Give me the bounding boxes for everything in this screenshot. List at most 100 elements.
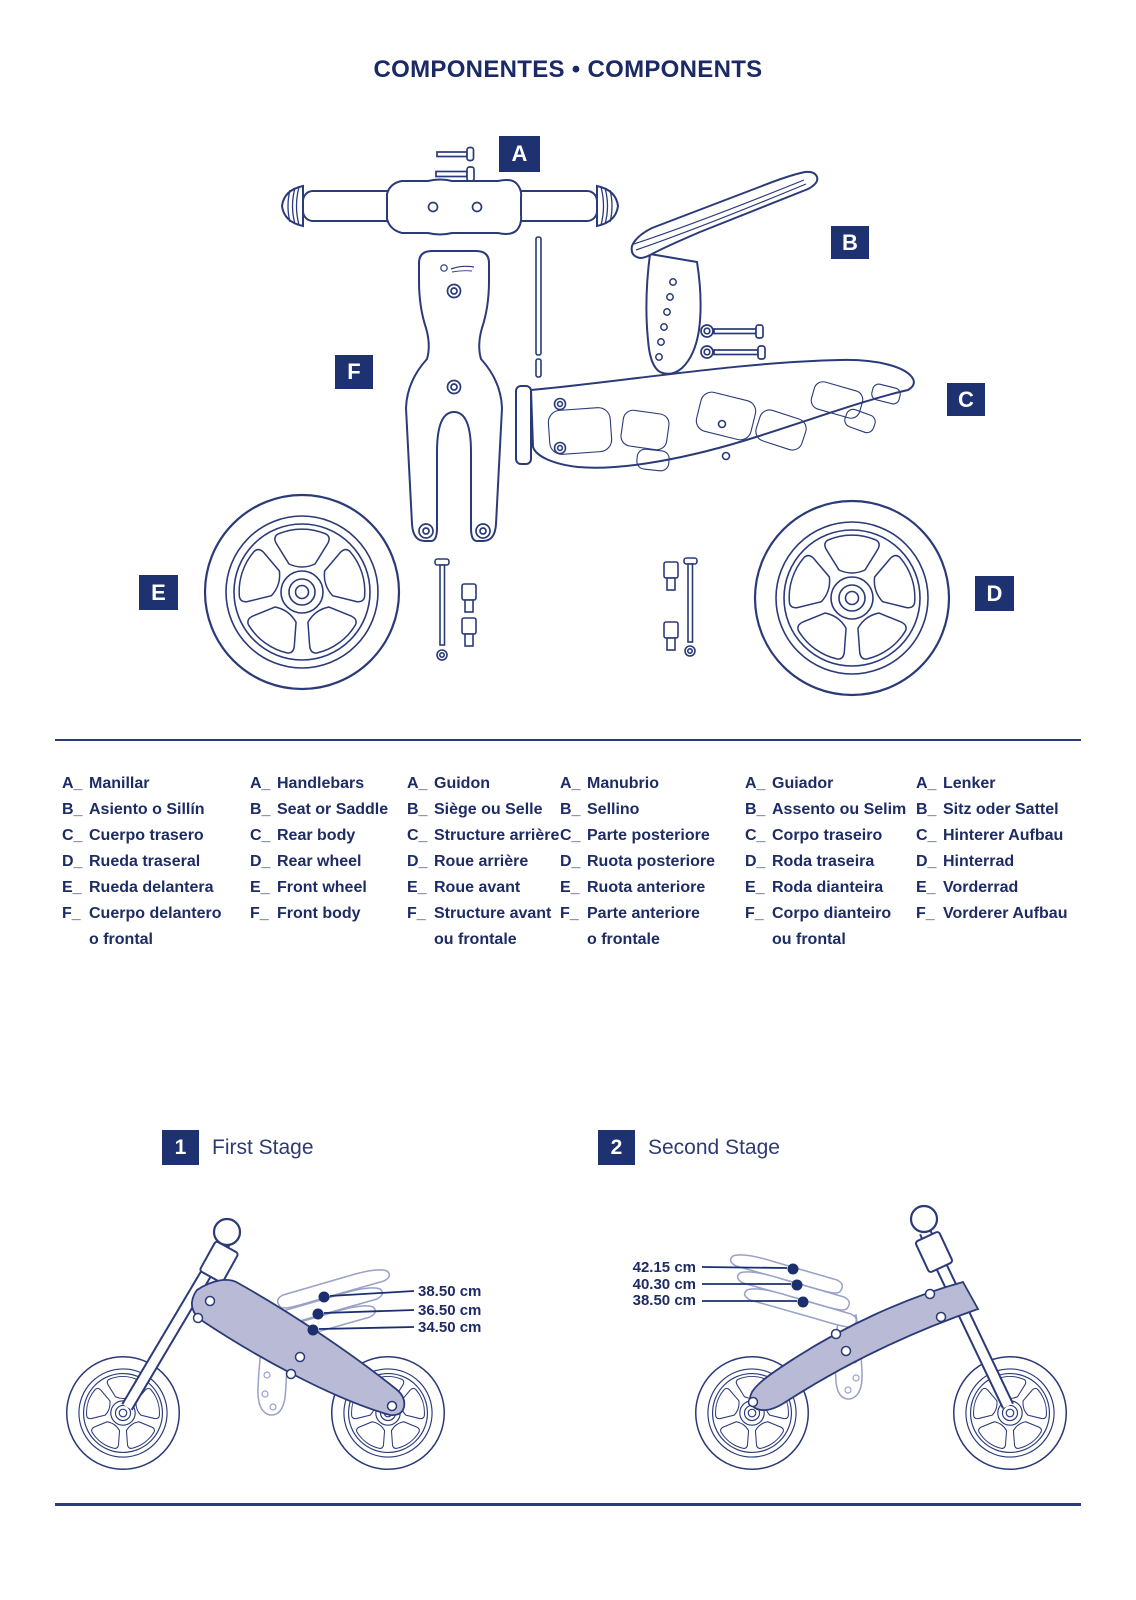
- part-entry: B_Sitz oder Sattel: [916, 797, 1067, 823]
- part-name: Roda dianteira: [772, 879, 884, 896]
- part-key: E_: [745, 879, 765, 896]
- part-key: C_: [560, 827, 581, 844]
- part-entry: D_Roda traseira: [745, 849, 906, 875]
- part-name: Handlebars: [277, 775, 365, 792]
- seat-height-label: 38.50 cm: [632, 1292, 696, 1309]
- components-diagram: [40, 146, 1100, 745]
- part-name: Corpo dianteiro: [772, 905, 892, 922]
- part-entry: A_Guidon: [407, 771, 559, 797]
- part-name: Siège ou Selle: [434, 801, 543, 818]
- part-key: C_: [916, 827, 937, 844]
- part-name: Structure arrière: [434, 827, 560, 844]
- stage-2-title: Second Stage: [648, 1136, 780, 1159]
- part-key: E_: [407, 879, 427, 896]
- part-label-b: B: [831, 226, 869, 259]
- part-entry: A_ Guiador: [745, 771, 906, 797]
- part-entry: F_Vorderer Aufbau: [916, 901, 1067, 927]
- part-key: D_: [745, 853, 766, 870]
- part-name: Hinterer Aufbau: [943, 827, 1064, 844]
- part-name: Roue avant: [434, 879, 521, 896]
- part-entry: E_Rueda delantera: [62, 875, 221, 901]
- divider-top: [55, 739, 1081, 741]
- part-key: A_: [250, 775, 271, 792]
- part-entry: D_Rear wheel: [250, 849, 388, 875]
- part-entry-continued: o frontal: [89, 931, 153, 948]
- part-entry: C_ Structure arrière: [407, 823, 559, 849]
- part-key: F_: [560, 905, 579, 922]
- saddle-bolts-drawing: [700, 324, 766, 360]
- part-entry: E_Ruota anteriore: [560, 875, 715, 901]
- stage1-measure-leaders: [318, 1290, 415, 1330]
- part-key: B_: [916, 801, 937, 818]
- handlebar-screws-drawing: [435, 146, 475, 182]
- rear-wheel-drawing: [755, 501, 949, 695]
- part-label-d: D: [975, 576, 1014, 611]
- part-entry: A_Lenker: [916, 771, 1067, 797]
- stage1-measure-dots: [307, 1291, 330, 1336]
- part-entry: A_Manillar: [62, 771, 221, 797]
- rear-body-drawing: [515, 358, 915, 472]
- part-entry: B_Asiento o Sillín: [62, 797, 221, 823]
- seat-height-label: 34.50 cm: [418, 1319, 482, 1336]
- part-key: A_: [745, 775, 766, 792]
- stage-1-number: 1: [162, 1130, 199, 1165]
- stage2-front-wheel: [954, 1357, 1067, 1470]
- stage2-measure-leaders: [701, 1266, 797, 1302]
- part-entry: D_Hinterrad: [916, 849, 1067, 875]
- front-body-drawing: [404, 250, 504, 542]
- part-name: Rear body: [277, 827, 356, 844]
- part-name: Ruota posteriore: [587, 853, 716, 870]
- part-label-a: A: [499, 136, 540, 172]
- part-name: Parte posteriore: [587, 827, 710, 844]
- part-entry: E_ Roda dianteira: [745, 875, 906, 901]
- rear-body-cutouts: [547, 381, 901, 472]
- part-key: F_: [745, 905, 764, 922]
- part-name: Rear wheel: [277, 853, 362, 870]
- part-entry: F_ Front body: [250, 901, 388, 927]
- part-entry: F_Parte anteriore: [560, 901, 715, 927]
- part-key: E_: [916, 879, 936, 896]
- part-entry: D_Ruota posteriore: [560, 849, 715, 875]
- part-name: Front body: [277, 905, 361, 922]
- part-key: B_: [560, 801, 581, 818]
- part-name: Corpo traseiro: [772, 827, 883, 844]
- part-entry: B_Sellino: [560, 797, 715, 823]
- part-entry: C_ Hinterer Aufbau: [916, 823, 1067, 849]
- part-key: D_: [407, 853, 428, 870]
- part-entry: C_ Corpo traseiro: [745, 823, 906, 849]
- part-entry: C_Cuerpo trasero: [62, 823, 221, 849]
- part-key: C_: [745, 827, 766, 844]
- stage2-steering-column: [909, 1204, 1014, 1409]
- part-entry: E_ Roue avant: [407, 875, 559, 901]
- stage-2-number: 2: [598, 1130, 635, 1165]
- part-key: D_: [62, 853, 83, 870]
- stage1-steering-column: [121, 1217, 242, 1411]
- part-entry: D_Roue arrière: [407, 849, 559, 875]
- part-name: Manubrio: [587, 775, 659, 792]
- part-key: B_: [62, 801, 83, 818]
- part-key: C_: [407, 827, 428, 844]
- part-entry: F_Cuerpo delantero: [62, 901, 221, 927]
- part-name: Manillar: [89, 775, 150, 792]
- part-name: Vorderer Aufbau: [943, 905, 1068, 922]
- part-name: Rueda traseral: [89, 853, 201, 870]
- saddle-drawing: [630, 170, 819, 375]
- part-entry-continued: ou frontale: [434, 931, 517, 948]
- part-name: Guiador: [772, 775, 834, 792]
- part-key: A_: [407, 775, 428, 792]
- part-name: Assento ou Selim: [772, 801, 907, 818]
- rear-axle-hardware-drawing: [663, 557, 698, 657]
- part-name: Rueda delantera: [89, 879, 214, 896]
- part-key: E_: [560, 879, 580, 896]
- part-key: A_: [560, 775, 581, 792]
- seat-height-label: 38.50 cm: [418, 1283, 482, 1300]
- stage2-measure-dots: [787, 1263, 809, 1308]
- handlebar-drawing: [280, 178, 620, 236]
- part-key: F_: [250, 905, 269, 922]
- part-name: Front wheel: [277, 879, 367, 896]
- part-entry: C_ Parte posteriore: [560, 823, 715, 849]
